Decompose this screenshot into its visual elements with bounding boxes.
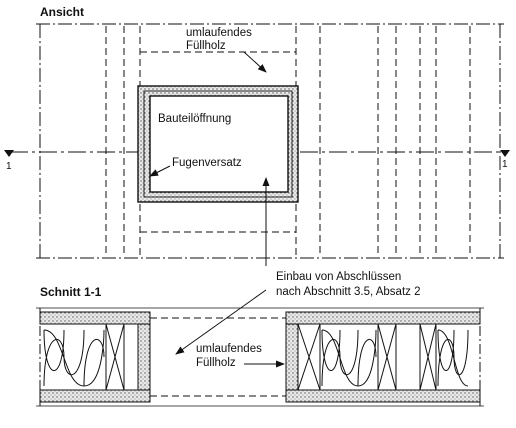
axis-label-right: 1 [502,159,508,170]
joint-offset-arrow [149,165,171,177]
opening-label: Bauteilöffnung [158,113,231,125]
note-line2: nach Abschnitt 3.5, Absatz 2 [276,286,421,298]
axis-marker-right-icon [500,150,510,157]
view-fill-wood-outline [140,51,296,233]
note-line1: Einbau von Abschlüssen [276,271,401,283]
section-opening-dashes [150,317,286,397]
section-fill-wood-label-line2: Füllholz [196,357,236,369]
view-fill-wood-arrow [243,51,267,73]
view-stud-lines [105,26,471,256]
axis-marker-left-icon [4,150,14,157]
view-fill-wood-label-line1: umlaufendes [186,27,252,39]
section-title: Schnitt 1-1 [40,285,102,299]
view-title: Ansicht [40,5,84,19]
section-wall [36,307,484,407]
section-fill-wood-label-line1: umlaufendes [196,343,262,355]
note-leader-down [175,289,267,355]
opening-frame [137,85,299,203]
joint-offset-label: Fugenversatz [172,157,242,169]
view-boundary-lines [36,23,504,259]
axis-label-left: 1 [6,161,12,172]
view-fill-wood-label-line2: Füllholz [186,40,226,52]
